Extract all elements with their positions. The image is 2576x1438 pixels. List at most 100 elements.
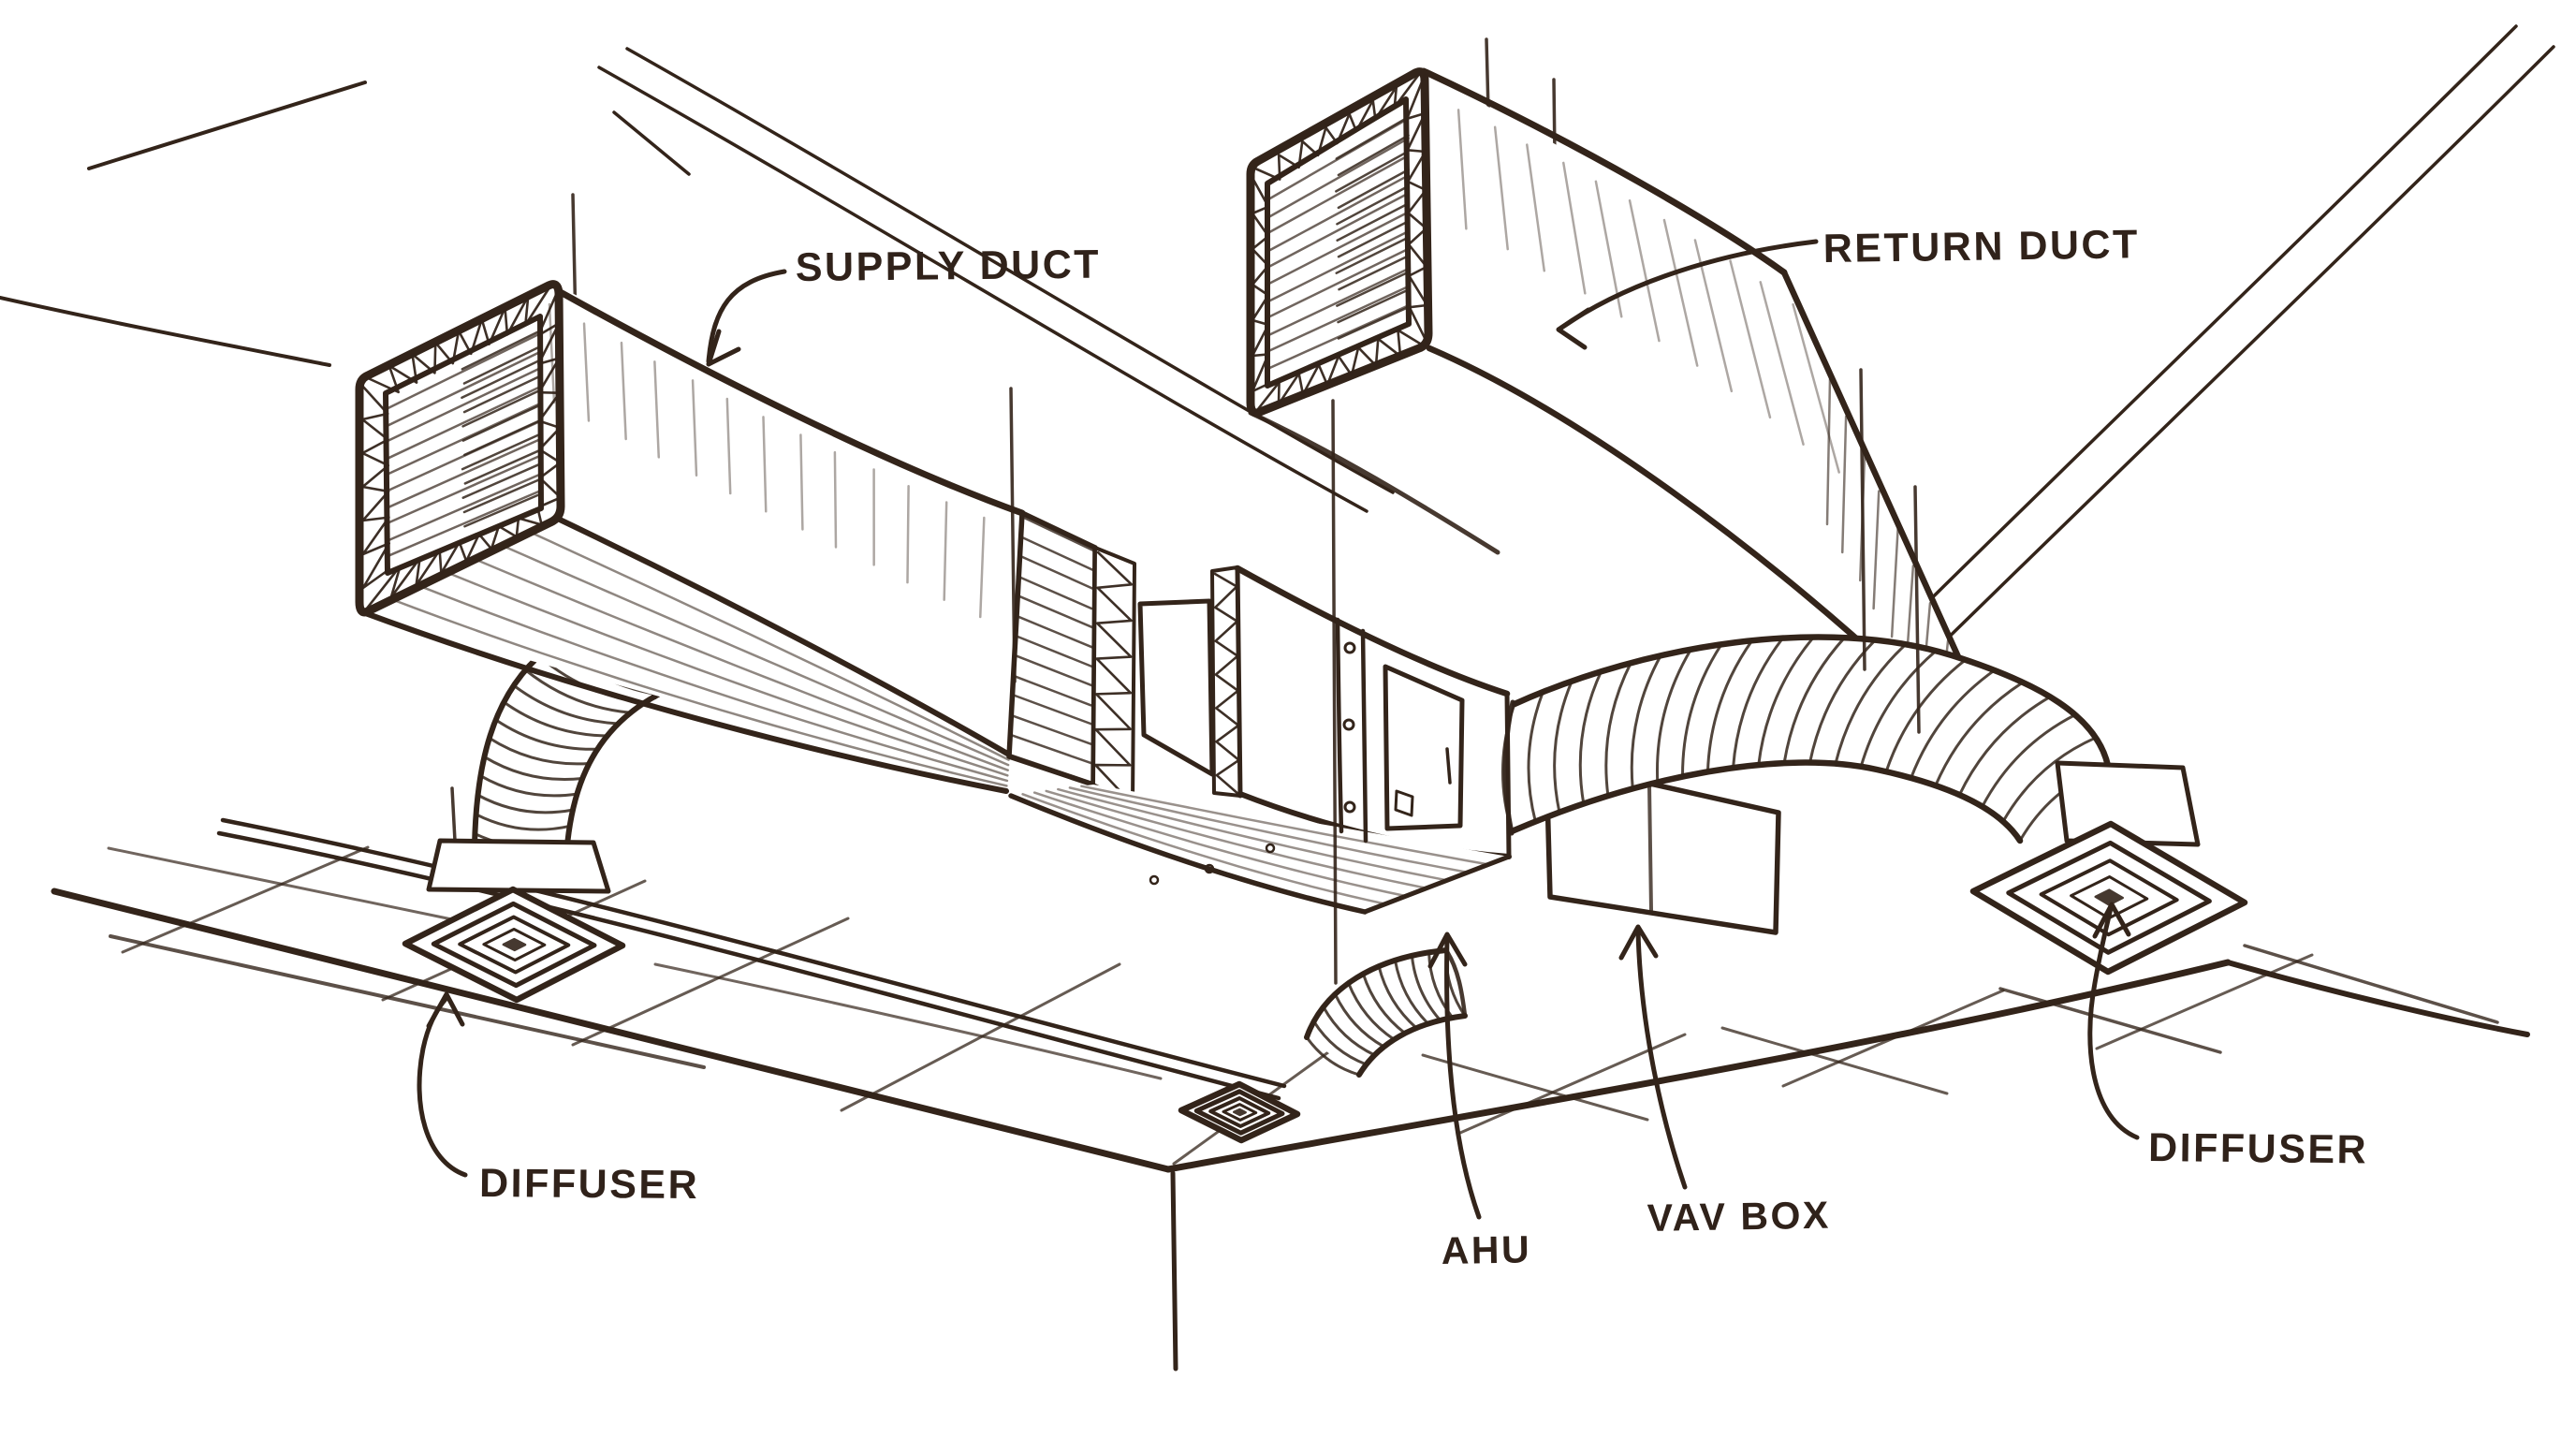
- hanger-rod: [1913, 485, 1921, 734]
- corrugation-line: [512, 683, 620, 726]
- diffuser-ring: [458, 915, 571, 975]
- duct-interior-hatch: [461, 389, 542, 428]
- arrowhead-icon: [426, 991, 465, 1029]
- duct-interior-hatch: [1266, 118, 1408, 202]
- hanger-rod: [1859, 368, 1866, 671]
- duct-interior-hatch: [462, 345, 543, 385]
- return-duct: [1246, 67, 1996, 751]
- diffuser-plenum-right: [2055, 760, 2201, 847]
- diffuser-ring: [2006, 840, 2212, 955]
- flex-duct-center: [1304, 947, 1468, 1078]
- diffuser-ring: [1222, 1103, 1258, 1122]
- ceiling-cross-tee: [1720, 1026, 1949, 1095]
- hatch-line: [1021, 793, 1387, 905]
- duct-interior-hatch: [461, 360, 541, 400]
- diffuser-center: [502, 937, 527, 952]
- background-structure-lines: [0, 24, 2555, 659]
- duct-interior-hatch: [461, 433, 541, 471]
- corrugation-line: [478, 774, 578, 798]
- hatch-line: [1080, 785, 1490, 866]
- shading-hatch: [1493, 125, 1509, 251]
- flex-duct-collar: [1443, 947, 1468, 1019]
- corrugation-line: [1377, 964, 1418, 1030]
- ceiling-diffuser-left: [402, 886, 626, 1004]
- corrugation-line: [1393, 959, 1430, 1026]
- duct-interior-hatch: [1338, 254, 1411, 291]
- duct-interior-hatch: [1336, 271, 1409, 307]
- arrowhead-icon: [1427, 932, 1468, 969]
- return-duct-bottom-edge: [1426, 345, 1897, 676]
- shading-hatch: [725, 397, 732, 495]
- corrugation-line: [1705, 638, 1754, 773]
- flex-duct-body: [474, 644, 658, 875]
- hanger-rods-front: [450, 368, 1921, 985]
- duct-interior-hatch: [1266, 229, 1411, 303]
- hanger-rod: [1331, 399, 1338, 985]
- arrowhead-icon: [1618, 924, 1659, 961]
- duct-interior-hatch: [386, 385, 543, 461]
- corrugation-line: [1910, 668, 1997, 780]
- joint-panel-hatch: [1009, 713, 1092, 745]
- corrugation-line: [1604, 661, 1632, 798]
- duct-interior-hatch: [1267, 267, 1412, 337]
- hatch-line: [473, 557, 1009, 771]
- duct-interior-hatch: [1336, 322, 1410, 357]
- shading-hatch: [1792, 302, 1840, 474]
- duct-interior-hatch: [1337, 168, 1410, 210]
- wall-corner-line-right: [1926, 45, 2555, 659]
- diffuser-plenum-left: [426, 838, 611, 894]
- joint-panel-hatch: [1012, 694, 1095, 726]
- corrugation-line: [1527, 690, 1544, 824]
- arrowhead-icon: [1556, 307, 1591, 350]
- flex-duct-body: [1512, 637, 2108, 841]
- insulation-zigzag: [1252, 329, 1427, 416]
- duct-interior-hatch: [1336, 185, 1409, 226]
- shading-hatch: [582, 322, 591, 422]
- shading-hatch: [548, 302, 556, 404]
- corrugation-line: [1333, 992, 1386, 1049]
- corrugation-line: [1934, 681, 2025, 787]
- duct-interior-hatch: [461, 462, 542, 499]
- slab-corner-line-center: [597, 66, 1368, 513]
- duct-interior-hatch: [461, 315, 542, 357]
- joint-panel-hatch: [1017, 594, 1095, 629]
- flex-duct-collar: [1502, 699, 1515, 836]
- duct-interior-hatch: [385, 490, 542, 558]
- shading-hatch: [1423, 92, 1428, 212]
- duct-interior-hatch: [461, 404, 542, 442]
- joint-panel-hatch: [1019, 555, 1096, 591]
- hanger-rod: [1009, 387, 1017, 683]
- corrugation-line: [475, 813, 572, 831]
- duct-interior-hatch: [1266, 303, 1411, 371]
- corrugation-line: [1410, 954, 1442, 1022]
- label-ahu: AHU: [1441, 1227, 1531, 1272]
- joint-panel-hatch: [1014, 634, 1093, 668]
- duct-interior-hatch: [1266, 211, 1409, 286]
- duct-interior-hatch: [383, 367, 541, 444]
- ceiling-corner-drop-line: [1170, 1170, 1178, 1372]
- ceiling-cross-tee: [121, 845, 370, 954]
- shading-hatch: [833, 450, 838, 549]
- diffuser-center: [1233, 1108, 1247, 1117]
- duct-interior-hatch: [387, 472, 544, 542]
- ahu-access-door: [1383, 664, 1465, 831]
- hatch-line: [530, 531, 1010, 761]
- arrowhead-icon: [2092, 902, 2131, 939]
- return-duct-silhouette: [1251, 70, 1992, 732]
- label-diffuser-right: DIFFUSER: [2148, 1125, 2368, 1172]
- ahu-underside-right-edge: [1362, 854, 1512, 915]
- shading-hatch: [691, 379, 698, 477]
- shading-hatch: [979, 516, 986, 619]
- ceiling-cross-tee: [840, 962, 1121, 1112]
- duct-interior-hatch: [386, 437, 543, 509]
- ceiling-cross-tee: [1458, 1033, 1687, 1135]
- corrugation-line: [1681, 642, 1723, 779]
- insulation-zigzag: [536, 286, 563, 508]
- vav-box-body: [1544, 757, 1781, 935]
- ahu-underside-edge: [1008, 793, 1368, 915]
- insulation-zigzag: [360, 384, 391, 590]
- hatch-line: [388, 596, 1008, 787]
- diffuser-ring: [1208, 1096, 1271, 1128]
